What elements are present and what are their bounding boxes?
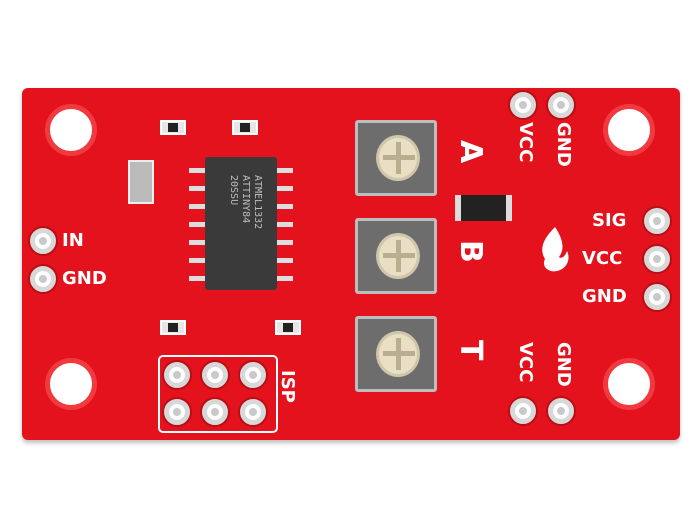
pad-right-gnd[interactable] (644, 284, 670, 310)
pad-top-gnd[interactable] (548, 92, 574, 118)
pot-label-b: B (453, 240, 488, 263)
chip-pin (189, 186, 205, 191)
chip-pin (189, 276, 205, 281)
chip-pin (189, 258, 205, 263)
chip-pin (277, 222, 293, 227)
mounting-hole (603, 104, 655, 156)
isp-pad[interactable] (164, 399, 190, 425)
label-top-gnd: GND (553, 122, 574, 167)
chip-pin (189, 222, 205, 227)
resistor (232, 120, 258, 135)
crystal (128, 160, 154, 204)
trimpot-knob[interactable] (376, 135, 420, 181)
pad-bottom-gnd[interactable] (548, 398, 574, 424)
label-top-vcc: VCC (515, 122, 536, 163)
chip-marking-line: 20SSU (228, 175, 239, 206)
mounting-hole (603, 358, 655, 410)
pad-left-gnd[interactable] (30, 266, 56, 292)
pad-right-vcc[interactable] (644, 246, 670, 272)
label-isp: ISP (277, 370, 298, 403)
isp-pad[interactable] (240, 399, 266, 425)
chip-pin (189, 204, 205, 209)
chip-pin (277, 186, 293, 191)
trimpot-knob[interactable] (376, 233, 420, 279)
label-in: IN (62, 230, 84, 251)
label-left-gnd: GND (62, 268, 107, 289)
isp-pad[interactable] (202, 362, 228, 388)
resistor (160, 120, 186, 135)
trimpot-a[interactable] (355, 120, 437, 196)
chip-pin (277, 240, 293, 245)
mounting-hole (45, 104, 97, 156)
pot-label-a: A (453, 140, 488, 164)
mounting-hole (45, 358, 97, 410)
chip-marking-line: ATTINY84 (240, 175, 251, 224)
resistor (275, 320, 301, 335)
pad-top-vcc[interactable] (510, 92, 536, 118)
chip-pin (189, 240, 205, 245)
isp-pad[interactable] (240, 362, 266, 388)
trimpot-b[interactable] (355, 218, 437, 294)
trimpot-t[interactable] (355, 316, 437, 392)
isp-pad[interactable] (202, 399, 228, 425)
chip-pin (277, 204, 293, 209)
pcb-board (22, 88, 680, 440)
diode (455, 195, 512, 221)
trimpot-knob[interactable] (376, 331, 420, 377)
label-right-vcc: VCC (582, 248, 623, 269)
chip-marking: ATMEL1332 ATTINY84 20SSU (227, 175, 263, 229)
resistor (160, 320, 186, 335)
pad-sig[interactable] (644, 208, 670, 234)
chip-marking-line: ATMEL1332 (252, 175, 263, 230)
label-right-gnd: GND (582, 286, 627, 307)
chip-pin (189, 168, 205, 173)
isp-pad[interactable] (164, 362, 190, 388)
chip-pin (277, 168, 293, 173)
isp-header-outline (158, 355, 278, 433)
pot-label-t: T (453, 340, 488, 361)
pad-in[interactable] (30, 228, 56, 254)
flame-logo-icon (542, 227, 569, 272)
label-bottom-vcc: VCC (515, 342, 536, 383)
chip-pin (277, 258, 293, 263)
microcontroller-chip: ATMEL1332 ATTINY84 20SSU (205, 157, 277, 290)
label-bottom-gnd: GND (553, 342, 574, 387)
label-sig: SIG (592, 210, 627, 231)
pad-bottom-vcc[interactable] (510, 398, 536, 424)
chip-pin (277, 276, 293, 281)
